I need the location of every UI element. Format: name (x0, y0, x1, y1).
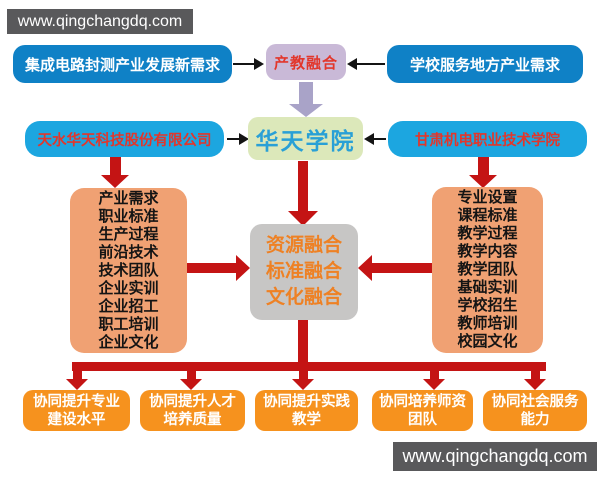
watermark-top: www.qingchangdq.com (7, 9, 193, 34)
arrow-to-outcome-4-icon (423, 362, 445, 390)
arrow-to-outcome-3-icon (292, 362, 314, 390)
arrow-to-outcome-5-icon (524, 362, 546, 390)
arrow-school-list-to-center-icon (358, 255, 432, 281)
arrow-right-demand-to-fusion-icon (347, 58, 385, 70)
outcome-box-2: 协同提升人才 培养质量 (140, 390, 245, 431)
node-industry-education-fusion: 产教融合 (266, 44, 346, 80)
outcome-box-3: 协同提升实践 教学 (255, 390, 358, 431)
node-huatian-company: 天水华天科技股份有限公司 (25, 121, 224, 157)
arrow-company-to-enterprise-list-icon (101, 156, 129, 188)
arrow-fusion-to-college-icon (289, 82, 323, 117)
outcome-box-1: 协同提升专业 建设水平 (23, 390, 130, 431)
distribution-bar (72, 362, 546, 371)
arrow-left-demand-to-fusion-icon (233, 58, 264, 70)
watermark-bottom: www.qingchangdq.com (393, 442, 597, 471)
node-huatian-college: 华天学院 (248, 117, 363, 160)
arrow-to-outcome-1-icon (66, 362, 88, 390)
arrow-to-outcome-2-icon (180, 362, 202, 390)
center-down-shaft (298, 320, 308, 368)
arrow-school-to-school-list-icon (469, 156, 497, 188)
outcome-box-4: 协同培养师资 团队 (372, 390, 473, 431)
enterprise-resource-list: 产业需求 职业标准 生产过程 前沿技术 技术团队 企业实训 企业招工 职工培训 … (70, 188, 187, 353)
school-resource-list: 专业设置 课程标准 教学过程 教学内容 教学团队 基础实训 学校招生 教师培训 … (432, 187, 543, 353)
node-gansu-vocational-college: 甘肃机电职业技术学院 (388, 121, 587, 157)
node-fusion-center: 资源融合 标准融合 文化融合 (250, 224, 358, 320)
node-industry-new-demand: 集成电路封测产业发展新需求 (13, 45, 232, 83)
outcome-box-5: 协同社会服务 能力 (483, 390, 587, 431)
arrow-enterprise-list-to-center-icon (186, 255, 250, 281)
node-school-serves-industry: 学校服务地方产业需求 (387, 45, 583, 83)
arrow-school-to-college-icon (364, 133, 386, 145)
arrow-college-to-center-icon (288, 161, 318, 226)
arrow-company-to-college-icon (227, 133, 249, 145)
